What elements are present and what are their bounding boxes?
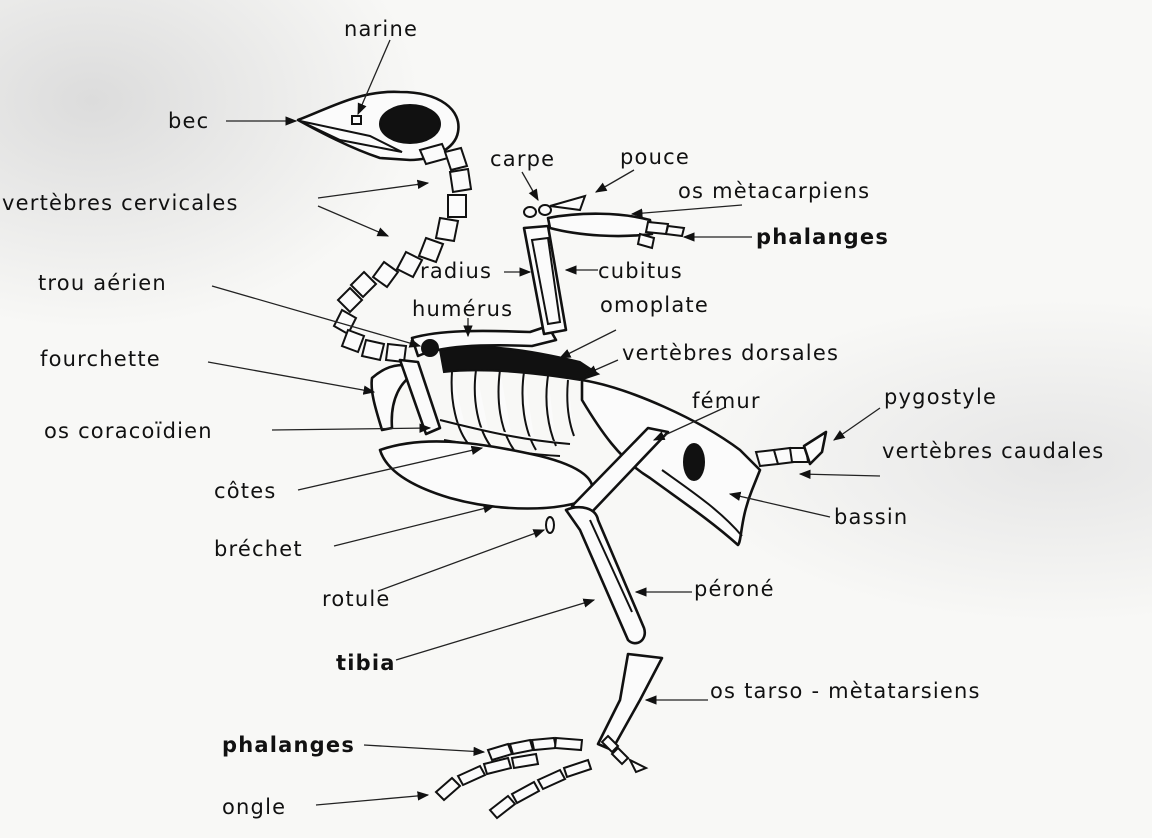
label-pygostyle: pygostyle (884, 385, 997, 409)
label-perone: péroné (694, 577, 775, 601)
label-vertebres-dorsales: vertèbres dorsales (622, 341, 839, 365)
label-tibia: tibia (336, 651, 396, 675)
label-radius: radius (420, 259, 492, 283)
label-omoplate: omoplate (600, 293, 709, 317)
label-cubitus: cubitus (598, 259, 683, 283)
label-vertebres-caudales: vertèbres caudales (882, 439, 1104, 463)
label-phalanges-patte: phalanges (222, 733, 355, 757)
label-narine: narine (344, 17, 418, 41)
label-carpe: carpe (490, 147, 555, 171)
label-bassin: bassin (834, 505, 908, 529)
label-phalanges-aile: phalanges (756, 225, 889, 249)
labels: narine bec vertèbres cervicales carpe po… (2, 17, 1104, 819)
label-cotes: côtes (214, 479, 277, 503)
label-rotule: rotule (322, 587, 391, 611)
label-femur: fémur (692, 389, 761, 413)
label-ongle: ongle (222, 795, 286, 819)
label-brechet: bréchet (214, 537, 303, 561)
label-vertebres-cervicales: vertèbres cervicales (2, 191, 239, 215)
trunk (372, 347, 826, 545)
cervical-vertebrae (334, 144, 471, 362)
label-bec: bec (168, 109, 209, 133)
label-os-coracoidien: os coracoïdien (44, 419, 213, 443)
label-humerus: humérus (412, 297, 513, 321)
label-fourchette: fourchette (40, 347, 161, 371)
label-os-metacarpiens: os mètacarpiens (678, 179, 870, 203)
label-trou-aerien: trou aérien (38, 271, 167, 295)
label-os-tarso-metatarsiens: os tarso - mètatarsiens (710, 679, 981, 703)
label-pouce: pouce (620, 145, 690, 169)
